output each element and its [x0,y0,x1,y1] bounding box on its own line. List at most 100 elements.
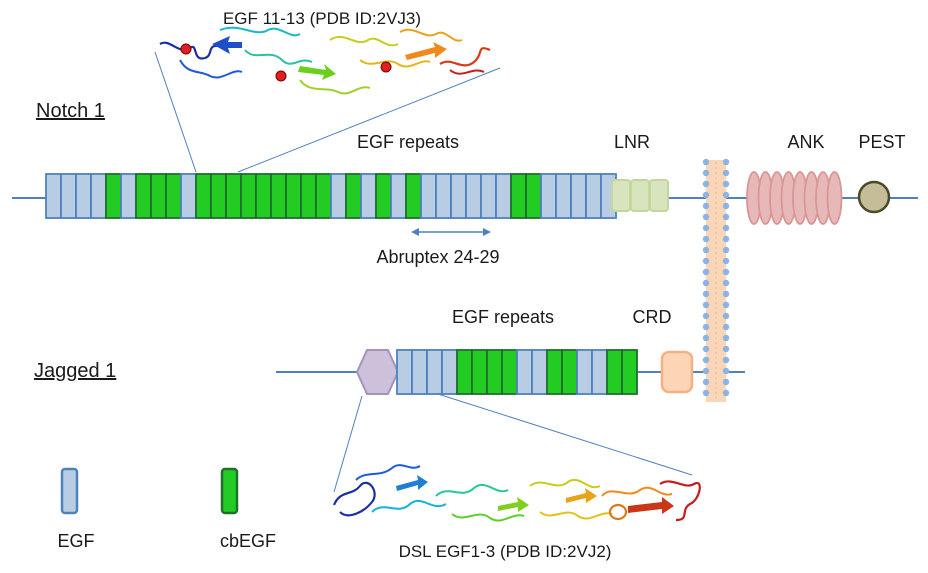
jagged-egf-repeats [396,349,638,395]
structure-top-label: EGF 11-13 (PDB ID:2VJ3) [223,9,421,28]
lipid-head [722,367,730,375]
lipid-head [722,389,730,397]
notch-egf-repeats-label: EGF repeats [357,132,459,152]
crd-domain [660,350,694,394]
crd-label: CRD [633,307,672,327]
lnr-repeat [649,179,669,212]
cbegf-repeat [456,349,473,395]
egf-repeat [426,349,443,395]
lipid-head [722,378,730,386]
lipid-head [702,312,710,320]
lipid-head [702,235,710,243]
lipid-head [722,180,730,188]
legend: EGF cbEGF [57,467,276,551]
egf-repeat [531,349,548,395]
lnr-repeat [630,179,650,212]
lipid-head [702,290,710,298]
cbegf-repeat [405,173,422,219]
lnr-domains [611,179,669,212]
cbegf-repeat [135,173,152,219]
cbegf-repeat [510,173,527,219]
lipid-head [702,257,710,265]
structure-bottom-icon [332,464,701,522]
cbegf-repeat [621,349,638,395]
egf-repeat [75,173,92,219]
zoom-line-bottom-left [333,395,363,493]
lipid-head [702,169,710,177]
egf-repeat [516,349,533,395]
jagged-1-label: Jagged 1 [34,360,116,382]
egf-11-13-structure: EGF 11-13 (PDB ID:2VJ3) [154,9,501,173]
lipid-head [702,246,710,254]
lipid-head [702,378,710,386]
cbegf-repeat [105,173,122,219]
legend-egf-swatch [60,467,79,515]
cbegf-repeat [225,173,242,219]
lipid-head [722,334,730,342]
egf-repeat [540,173,557,219]
abruptex-marker: Abruptex 24-29 [376,228,500,267]
cbegf-repeat [210,173,227,219]
lipid-head [722,257,730,265]
lipid-head [722,169,730,177]
egf-repeat [480,173,497,219]
lnr-repeat [611,179,631,212]
lipid-head [702,389,710,397]
cbegf-repeat [606,349,623,395]
cbegf-repeat [345,173,362,219]
egf-repeat [465,173,482,219]
egf-repeat [441,349,458,395]
lipid-head [722,301,730,309]
egf-repeat [555,173,572,219]
membrane-lipid-heads [702,158,730,397]
cbegf-repeat [525,173,542,219]
egf-repeat [330,173,347,219]
egf-repeat [45,173,62,219]
lipid-head [702,202,710,210]
cbegf-repeat [486,349,503,395]
egf-repeat [180,173,197,219]
lipid-head [722,246,730,254]
egf-repeat [435,173,452,219]
egf-repeat [420,173,437,219]
cbegf-repeat [471,349,488,395]
egf-repeat [396,349,413,395]
zoom-line-bottom-right [437,393,693,476]
cell-membrane [702,158,730,402]
lipid-head [722,312,730,320]
egf-repeat [495,173,512,219]
egf-repeat [60,173,77,219]
zoom-line-top-left [154,51,197,173]
lipid-head [702,180,710,188]
notch-1-row: Notch 1 EGF repeats Abruptex 24-29 LNR A… [12,100,918,267]
lipid-head [702,367,710,375]
egf-repeat [360,173,377,219]
cbegf-repeat [285,173,302,219]
jagged-egf-repeats-label: EGF repeats [452,307,554,327]
egf-repeat [390,173,407,219]
cbegf-repeat [150,173,167,219]
lipid-head [722,345,730,353]
lipid-head [722,323,730,331]
lipid-head [702,224,710,232]
lipid-head [702,191,710,199]
cbegf-repeat [195,173,212,219]
cbegf-repeat [315,173,332,219]
lipid-head [702,356,710,364]
dsl-domain [355,349,400,395]
abruptex-arrow-right [483,228,491,236]
legend-cbegf-label: cbEGF [220,531,276,551]
lipid-head [722,290,730,298]
lipid-head [702,213,710,221]
lipid-head [702,268,710,276]
egf-repeat [450,173,467,219]
lipid-head [702,323,710,331]
lipid-head [702,345,710,353]
lipid-head [702,279,710,287]
cbegf-repeat [270,173,287,219]
ank-label: ANK [787,132,824,152]
egf-repeat [120,173,137,219]
notch-1-label: Notch 1 [36,100,105,122]
cbegf-repeat [546,349,563,395]
